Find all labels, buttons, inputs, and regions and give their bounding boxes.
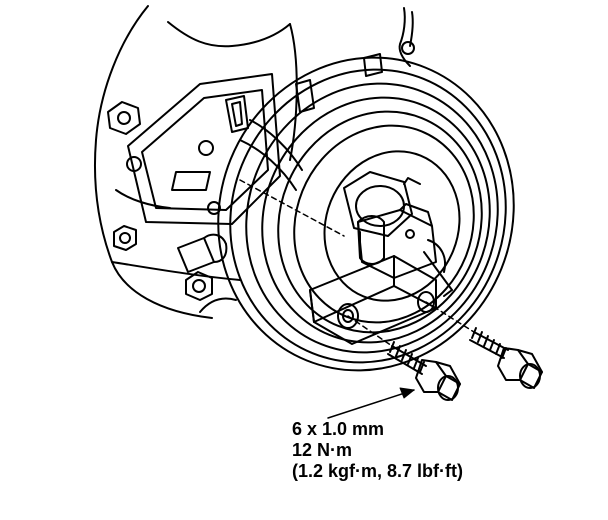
torque-alt-label: (1.2 kgf·m, 8.7 lbf·ft)	[292, 461, 464, 481]
block-bolts	[107, 101, 213, 301]
position-sensor	[177, 233, 228, 273]
mounting-bolt-right	[469, 327, 543, 389]
bolt-size-label: 6 x 1.0 mm	[292, 419, 385, 439]
alignment-lines	[239, 179, 475, 347]
crankshaft-pulley	[217, 56, 515, 372]
ckp-sensor	[357, 203, 453, 297]
leader-arrow	[327, 387, 415, 419]
wire-harness	[295, 7, 415, 113]
torque-nm-label: 12 N·m	[292, 440, 353, 460]
torque-spec: 6 x 1.0 mm 12 N·m (1.2 kgf·m, 8.7 lbf·ft…	[292, 419, 463, 482]
mounting-bolt-left	[387, 341, 461, 401]
